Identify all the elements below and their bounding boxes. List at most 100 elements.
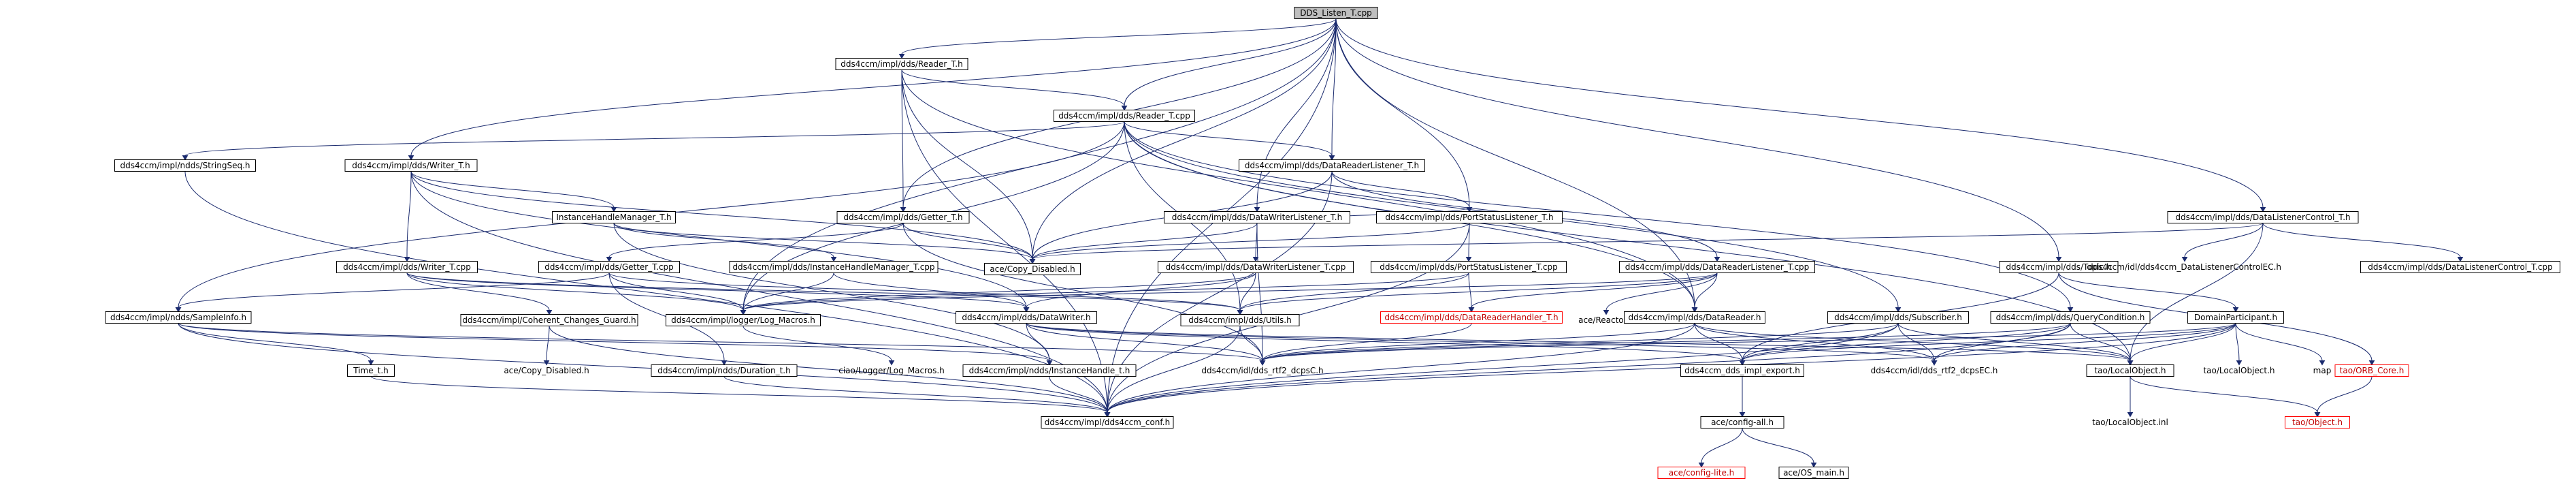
arrowhead-icon (610, 207, 617, 213)
node-label: dds4ccm/idl/dds_rtf2_dcpsEC.h (1871, 366, 1998, 375)
node-box (666, 314, 821, 326)
arrowhead-icon (368, 360, 374, 366)
node-stringSeq[interactable]: dds4ccm/impl/ndds/StringSeq.h (114, 159, 256, 172)
node-root[interactable]: DDS_Listen_T.cpp (1294, 7, 1378, 19)
node-copyDisabled[interactable]: ace/Copy_Disabled.h (984, 263, 1081, 275)
node-drlTh[interactable]: dds4ccm/impl/dds/DataReaderListener_T.h (1239, 159, 1425, 172)
node-dlcTcpp[interactable]: dds4ccm/impl/dds/DataListenerControl_T.c… (2360, 261, 2560, 273)
node-box (2360, 261, 2560, 273)
node-topicH[interactable]: dds4ccm/impl/dds/Topic.h (1999, 261, 2119, 273)
node-dataWriter[interactable]: dds4ccm/impl/dds/DataWriter.h (956, 311, 1097, 324)
arrowhead-icon (2127, 412, 2134, 418)
arrowhead-icon (1698, 463, 1705, 468)
node-subscriber[interactable]: dds4ccm/impl/dds/Subscriber.h (1827, 311, 1969, 324)
node-taoOrbCore[interactable]: tao/ORB_Core.h (2334, 364, 2409, 377)
edge-dwlTh-to-rtiDcpsC (1256, 223, 1266, 366)
edge-drlTcpp-to-drhTh (1468, 272, 1718, 313)
edge-dwlTcpp-to-dataWriter (1023, 272, 1256, 313)
node-getterTcpp[interactable]: dds4ccm/impl/dds/Getter_T.cpp (538, 261, 680, 273)
edge-domainPart-to-mapH (2235, 323, 2326, 366)
node-label: dds4ccm/impl/ndds/SampleInfo.h (110, 313, 246, 322)
edge-line (1335, 18, 2264, 208)
node-sampleInfo[interactable]: dds4ccm/impl/ndds/SampleInfo.h (105, 311, 252, 324)
edge-line (1605, 272, 1718, 311)
edge-dataReader-to-rtiDcpsC (1259, 323, 1695, 366)
node-domainPart[interactable]: DomainParticipant.h (2187, 311, 2284, 324)
arrowhead-icon (1121, 106, 1128, 111)
node-label: InstanceHandleManager_T.h (556, 213, 671, 222)
node-getterTh[interactable]: dds4ccm/impl/dds/Getter_T.h (836, 211, 970, 223)
node-readerTcpp[interactable]: dds4ccm/impl/dds/Reader_T.cpp (1054, 110, 1195, 122)
edge-line (1256, 223, 1263, 361)
node-box (1041, 416, 1174, 429)
edge-dlcTh-to-taoLocalObject (2127, 223, 2264, 366)
edge-getterTcpp-to-sampleInfo (175, 272, 610, 313)
edge-writerTh-to-instMgrTh (410, 171, 617, 213)
node-ccmConf[interactable]: dds4ccm/impl/dds4ccm_conf.h (1041, 416, 1174, 429)
node-drhTh[interactable]: dds4ccm/impl/dds/DataReaderHandler_T.h (1380, 311, 1563, 324)
node-timeH[interactable]: Time_t.h (347, 364, 395, 377)
edge-line (410, 18, 1337, 156)
edge-drlTcpp-to-logMacros (740, 272, 1718, 315)
node-box (538, 261, 680, 273)
node-instHandle[interactable]: dds4ccm/impl/ndds/InstanceHandle_t.h (962, 364, 1137, 377)
node-coherent[interactable]: dds4ccm/impl/Coherent_Changes_Guard.h (460, 314, 638, 326)
node-instMgrTh[interactable]: InstanceHandleManager_T.h (552, 211, 676, 223)
node-label: dds4ccm/impl/dds/Writer_T.cpp (343, 262, 471, 272)
edge-line (608, 272, 1241, 311)
edge-drlTcpp-to-utilsH (1237, 272, 1718, 315)
node-utilsH[interactable]: dds4ccm/impl/dds/Utils.h (1180, 314, 1300, 326)
node-label: ace/Reactor.h (1578, 315, 1634, 325)
node-dlcTh[interactable]: dds4ccm/impl/dds/DataListenerControl_T.h (2167, 211, 2359, 223)
node-pslTcpp[interactable]: dds4ccm/impl/dds/PortStatusListener_T.cp… (1371, 261, 1567, 273)
node-label: dds4ccm/impl/logger/Log_Macros.h (671, 315, 815, 325)
edge-dlcTh-to-dlcEC (2181, 223, 2264, 262)
edge-readerTh-to-dataReader (901, 69, 1698, 313)
edge-line (723, 376, 1108, 413)
edge-line (743, 326, 892, 361)
edge-line (1742, 428, 1814, 463)
node-logMacros[interactable]: dds4ccm/impl/logger/Log_Macros.h (666, 314, 821, 326)
node-dwlTcpp[interactable]: dds4ccm/impl/dds/DataWriterListener_T.cp… (1158, 261, 1354, 273)
node-drlTcpp[interactable]: dds4ccm/impl/dds/DataReaderListener_T.cp… (1619, 261, 1815, 273)
node-label: ace/config-lite.h (1669, 468, 1735, 478)
edge-dataReader-to-ccmConf (1104, 323, 1695, 418)
node-aceOsMain[interactable]: ace/OS_main.h (1778, 467, 1849, 479)
edge-line (1742, 323, 2071, 361)
node-box (344, 159, 478, 172)
node-dataReader[interactable]: dds4ccm/impl/dds/DataReader.h (1624, 311, 1765, 324)
node-writerTh[interactable]: dds4ccm/impl/dds/Writer_T.h (344, 159, 478, 172)
node-label: dds4ccm/impl/dds/DataWriterListener_T.cp… (1166, 262, 1346, 272)
node-aceConfigAll[interactable]: ace/config-all.h (1700, 416, 1784, 429)
edge-root-to-readerTcpp (1121, 18, 1337, 111)
node-pslTh[interactable]: dds4ccm/impl/dds/PortStatusListener_T.h (1376, 211, 1563, 223)
edge-readerTh-to-readerTcpp (901, 69, 1128, 111)
edge-line (1026, 272, 1256, 308)
node-ddsImplExport[interactable]: dds4ccm_dds_impl_export.h (1680, 364, 1804, 377)
node-aceConfigLite[interactable]: ace/config-lite.h (1657, 467, 1746, 479)
node-readerTh[interactable]: dds4ccm/impl/dds/Reader_T.h (835, 58, 968, 70)
edge-dlcTh-to-copyDisabled (1029, 223, 2264, 264)
node-box (1778, 467, 1849, 479)
edge-domainPart-to-rtiDcpsEC (1931, 323, 2236, 366)
node-label: dds4ccm_dds_impl_export.h (1684, 366, 1800, 375)
edge-line (178, 323, 1108, 413)
edge-readerTcpp-to-taoLocalObject (1124, 121, 2134, 366)
node-label: dds4ccm/impl/dds/InstanceHandleManager_T… (732, 262, 934, 272)
node-box (105, 311, 252, 324)
node-dwlTh[interactable]: dds4ccm/impl/dds/DataWriterListener_T.h (1164, 211, 1350, 223)
node-taoObject[interactable]: tao/Object.h (2285, 416, 2350, 429)
node-writerTcpp[interactable]: dds4ccm/impl/dds/Writer_T.cpp (336, 261, 478, 273)
edge-line (901, 69, 1033, 260)
node-durationH[interactable]: dds4ccm/impl/ndds/Duration_t.h (651, 364, 798, 377)
node-instMgrTcpp[interactable]: dds4ccm/impl/dds/InstanceHandleManager_T… (729, 261, 939, 273)
node-taoLocalObject[interactable]: tao/LocalObject.h (2086, 364, 2174, 377)
node-label: dds4ccm/impl/dds/DataListenerControl_T.c… (2368, 262, 2552, 272)
edge-line (1262, 323, 1472, 361)
node-box (1619, 261, 1815, 273)
arrowhead-icon (606, 257, 613, 262)
node-box (2334, 364, 2409, 377)
arrowhead-icon (1328, 155, 1335, 161)
node-queryCond[interactable]: dds4ccm/impl/dds/QueryCondition.h (1990, 311, 2151, 324)
arrowhead-icon (1714, 257, 1721, 262)
